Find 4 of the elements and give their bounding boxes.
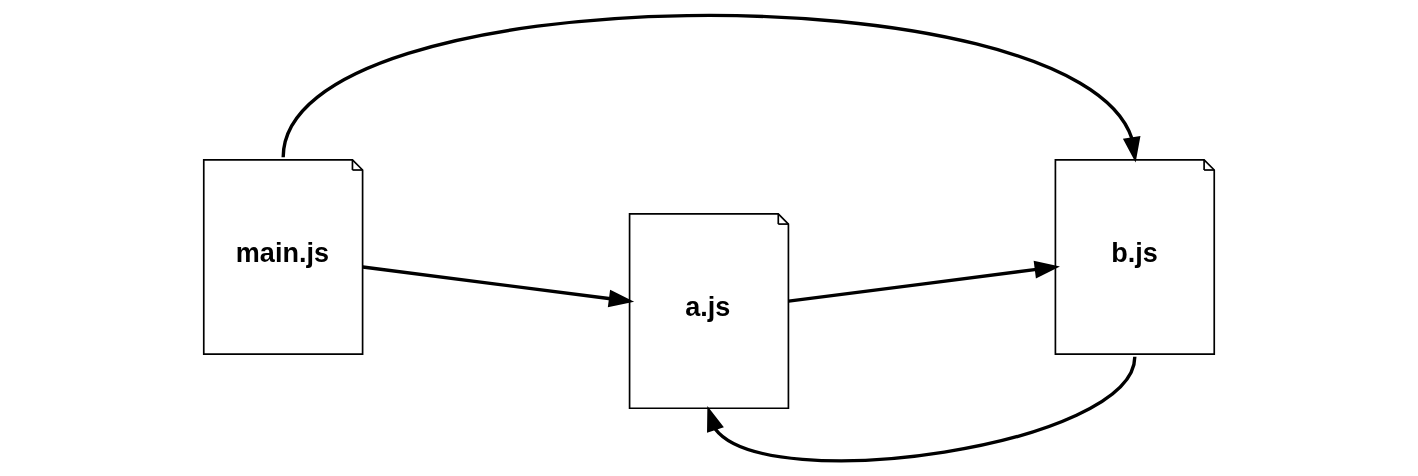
arrow <box>707 356 1137 463</box>
arrow <box>281 14 1141 163</box>
arrow <box>362 265 635 308</box>
arrow <box>788 260 1060 303</box>
